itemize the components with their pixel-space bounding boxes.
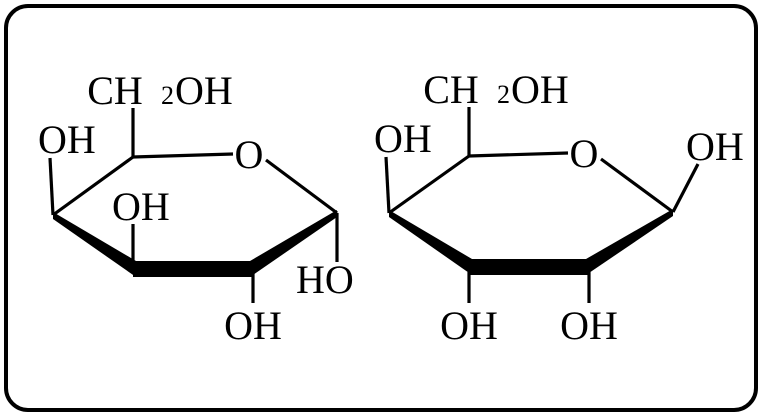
bond-o-c1-right bbox=[600, 157, 674, 214]
bond-c2-c1-right bbox=[586, 209, 673, 275]
bond-c4-c5-left bbox=[52, 155, 134, 217]
label-c1-oh-right: OH bbox=[686, 124, 744, 169]
bond-c5-o-right bbox=[468, 151, 569, 158]
label-c3-oh-right: OH bbox=[440, 303, 498, 348]
label-ring-oxygen-right: O bbox=[570, 131, 599, 176]
bond-c2-c1-left bbox=[250, 210, 337, 277]
label-c6-oh-right: OH bbox=[511, 67, 569, 112]
label-c6-ch2oh-left: CH bbox=[87, 68, 143, 113]
substituent-bonds-right bbox=[384, 107, 700, 303]
bond-o-c1-left bbox=[265, 158, 338, 215]
bond-c4-c5-right bbox=[388, 154, 470, 215]
bond-c3-c2-left bbox=[133, 261, 253, 277]
ring-back-bonds-right bbox=[388, 151, 674, 215]
bond-c5-o-left bbox=[132, 152, 234, 159]
label-c2-oh-left: OH bbox=[224, 303, 282, 348]
label-c6-subscript-left: 2 bbox=[161, 81, 174, 110]
bond-c1-oh-right bbox=[671, 163, 700, 213]
label-c4-oh-right: OH bbox=[374, 116, 432, 161]
label-c3-oh-left: OH bbox=[112, 184, 170, 229]
substituent-bonds-left bbox=[48, 108, 339, 303]
bond-c4-oh-left bbox=[48, 157, 55, 216]
ring-back-bonds-left bbox=[52, 152, 338, 217]
bond-c4-c3-right bbox=[389, 210, 472, 275]
label-c6-oh-left: OH bbox=[175, 68, 233, 113]
ring-front-bonds-left bbox=[53, 210, 337, 277]
bond-c4-oh-right bbox=[384, 156, 391, 214]
bond-c3-c2-right bbox=[469, 259, 589, 275]
label-c4-oh-left: OH bbox=[38, 117, 96, 162]
label-c6-ch2oh-right: CH bbox=[423, 67, 479, 112]
label-ring-oxygen-left: O bbox=[235, 132, 264, 177]
label-c1-oh-left: HO bbox=[296, 257, 354, 302]
label-c6-subscript-right: 2 bbox=[497, 80, 510, 109]
ring-front-bonds-right bbox=[389, 209, 673, 275]
label-c2-oh-right: OH bbox=[560, 303, 618, 348]
bond-c4-c3-left bbox=[53, 212, 136, 277]
